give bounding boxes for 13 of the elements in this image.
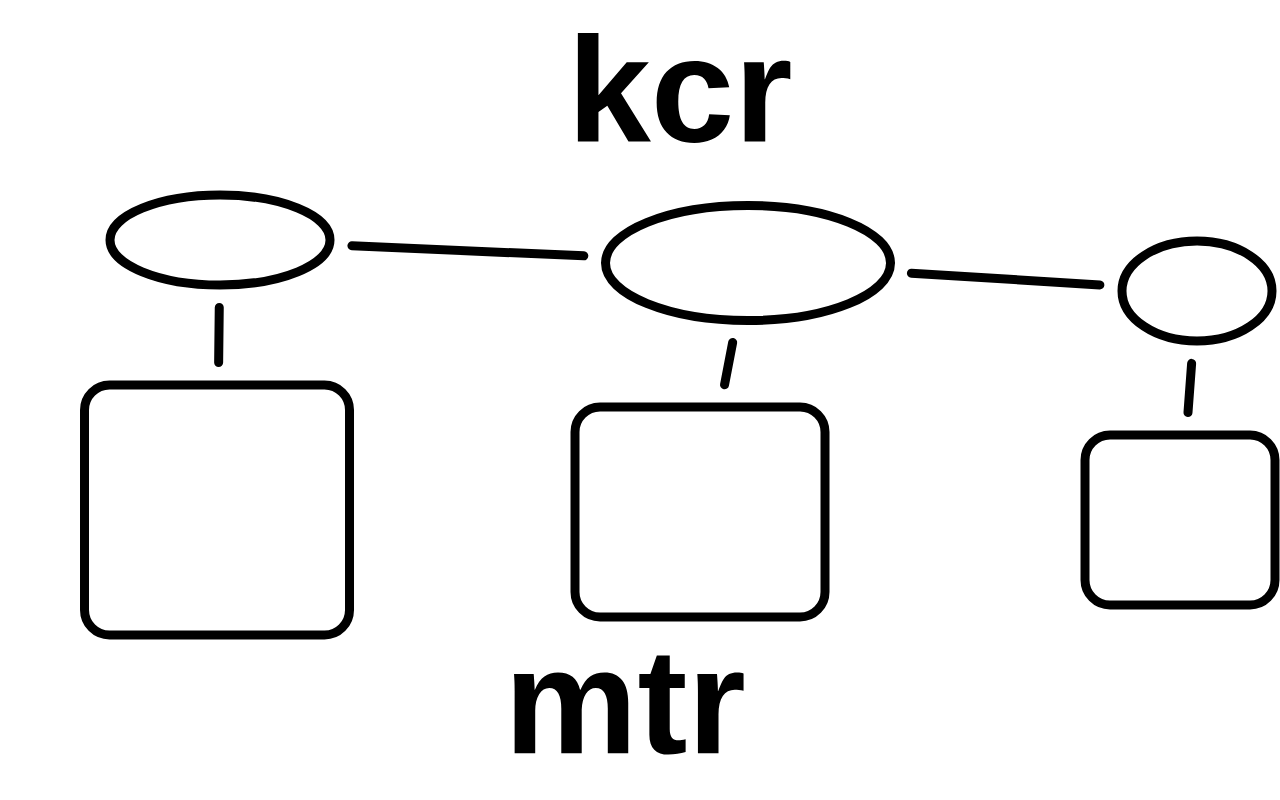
word-label: mtr <box>514 655 744 755</box>
connector-line <box>1183 358 1197 418</box>
connector-line <box>906 268 1105 290</box>
word-label: kcr <box>577 32 791 144</box>
box <box>570 402 830 622</box>
box <box>80 380 354 640</box>
box <box>1080 430 1280 610</box>
connector-line <box>720 337 738 390</box>
ellipse <box>601 201 895 325</box>
connector-line <box>214 303 224 367</box>
connector-line <box>347 241 589 261</box>
ellipse <box>1117 236 1277 346</box>
ellipse <box>105 190 335 290</box>
